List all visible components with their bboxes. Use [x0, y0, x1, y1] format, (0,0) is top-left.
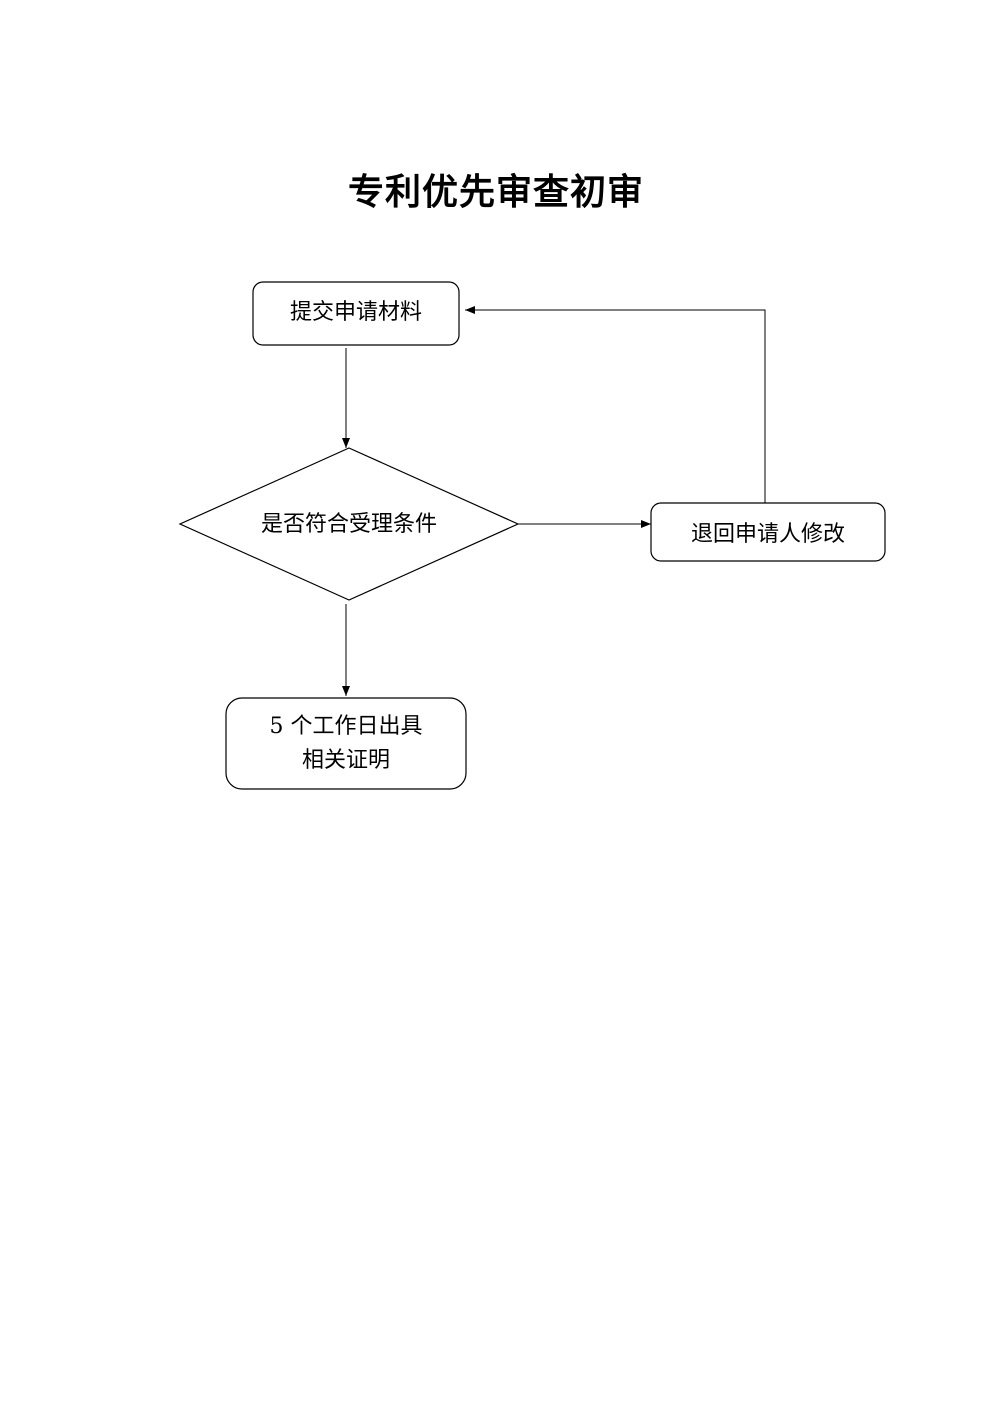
eligibility-question-label: 是否符合受理条件: [260, 512, 437, 537]
eligibility-decision-diamond: [178, 447, 520, 601]
issue-certificate-line-2: 相关证明: [301, 748, 390, 773]
submit-materials-box: [252, 281, 460, 346]
issue-certificate-box: [225, 697, 467, 790]
issue-certificate-line-1: 5 个工作日出具: [269, 714, 423, 739]
submit-materials-label: 提交申请材料: [289, 300, 422, 325]
page-title: 专利优先审查初审: [347, 171, 644, 213]
return-to-applicant-box: [650, 502, 886, 562]
issue-certificate-label: 5 个工作日出具 相关证明: [226, 710, 466, 778]
return-to-applicant-label: 退回申请人修改: [690, 522, 845, 547]
arrow-return-to-submit: [465, 306, 766, 503]
